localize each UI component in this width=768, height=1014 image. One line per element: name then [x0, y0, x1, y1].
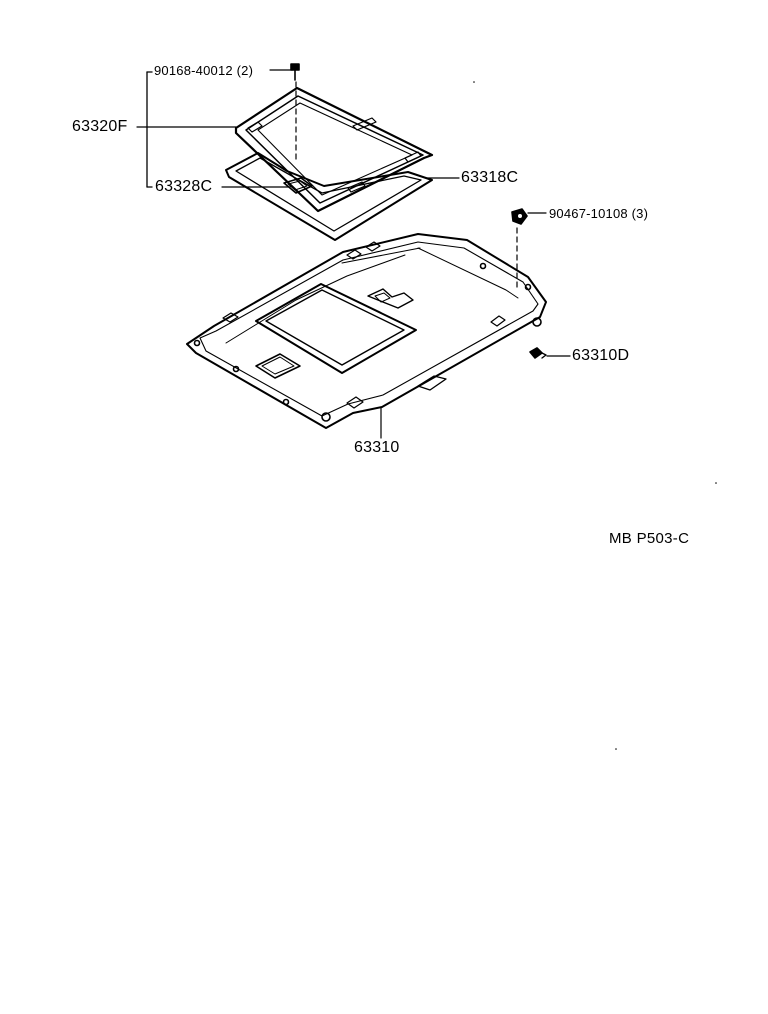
callout-sunshade-trim: 63318C [461, 169, 519, 186]
sunshade-trim-frame [225, 152, 433, 241]
callout-headliner: 63310 [354, 439, 400, 456]
sunshade-panel [234, 86, 434, 213]
scan-dot [473, 81, 475, 83]
headliner-panel [186, 233, 547, 429]
scan-dot [615, 748, 617, 750]
callout-screw: 90168-40012 (2) [154, 63, 254, 78]
callout-sunshade: 63320F [72, 118, 128, 135]
screw-part [290, 63, 300, 81]
clip-part [511, 208, 528, 225]
sunshade-cover-part [283, 177, 313, 194]
leader-lines [136, 69, 571, 439]
callout-clip: 90467-10108 (3) [549, 206, 649, 221]
headliner-plug-part [529, 347, 547, 359]
scan-dot [715, 482, 717, 484]
callout-headliner-plug: 63310D [572, 347, 630, 364]
reference-code: MB P503-C [609, 530, 690, 547]
callout-sunshade-cover: 63328C [155, 178, 213, 195]
